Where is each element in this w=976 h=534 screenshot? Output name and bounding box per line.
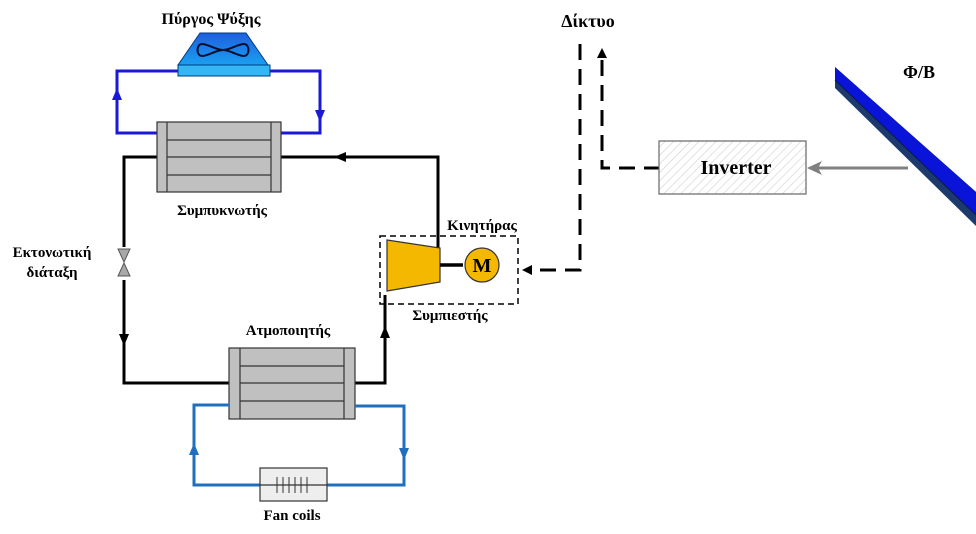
motor xyxy=(464,247,500,283)
flow-arrow-up-icon xyxy=(112,88,122,100)
flow-arrow-down-icon xyxy=(119,334,129,346)
compressor-motor-boundary xyxy=(379,235,519,305)
power-arrow-left-icon xyxy=(522,265,532,275)
motor-symbol: M xyxy=(473,255,492,277)
fan-coils-label: Fan coils xyxy=(263,508,320,524)
motor-label: Κινητήρας xyxy=(447,218,517,234)
cooling-water-loop xyxy=(112,69,325,135)
evaporator xyxy=(228,347,356,420)
pv-to-inverter-arrow xyxy=(807,161,908,175)
compressor xyxy=(386,239,441,292)
grid-connection xyxy=(522,44,660,275)
flow-arrow-down-icon xyxy=(315,110,325,122)
expansion-valve-label-line1: Εκτονωτική xyxy=(13,245,92,261)
condenser xyxy=(156,121,282,193)
expansion-valve-label-line2: διάταξη xyxy=(27,265,78,281)
expansion-valve-icon xyxy=(117,248,131,277)
inverter xyxy=(658,140,807,195)
inverter-label: Inverter xyxy=(700,157,771,179)
pv-label: Φ/Β xyxy=(903,62,935,82)
compressor-label: Συμπιεστής xyxy=(412,308,488,324)
flow-arrow-down-icon xyxy=(399,448,409,460)
chilled-water-loop xyxy=(189,403,409,487)
grid-label: Δίκτυο xyxy=(561,11,615,31)
fan-coils xyxy=(259,467,328,502)
cooling-tower-label: Πύργος Ψύξης xyxy=(162,11,261,28)
evaporator-label: Ατμοποιητής xyxy=(246,323,331,339)
power-arrow-up-icon xyxy=(597,48,607,58)
refrigerant-loop xyxy=(119,152,440,385)
fan-icon xyxy=(196,42,250,58)
condenser-label: Συμπυκνωτής xyxy=(177,203,268,219)
flow-arrow-left-icon xyxy=(334,152,346,162)
flow-arrow-up-icon xyxy=(189,443,199,455)
flow-arrow-up-icon xyxy=(380,326,390,338)
pv-panel xyxy=(834,67,976,226)
cooling-tower xyxy=(177,32,271,77)
